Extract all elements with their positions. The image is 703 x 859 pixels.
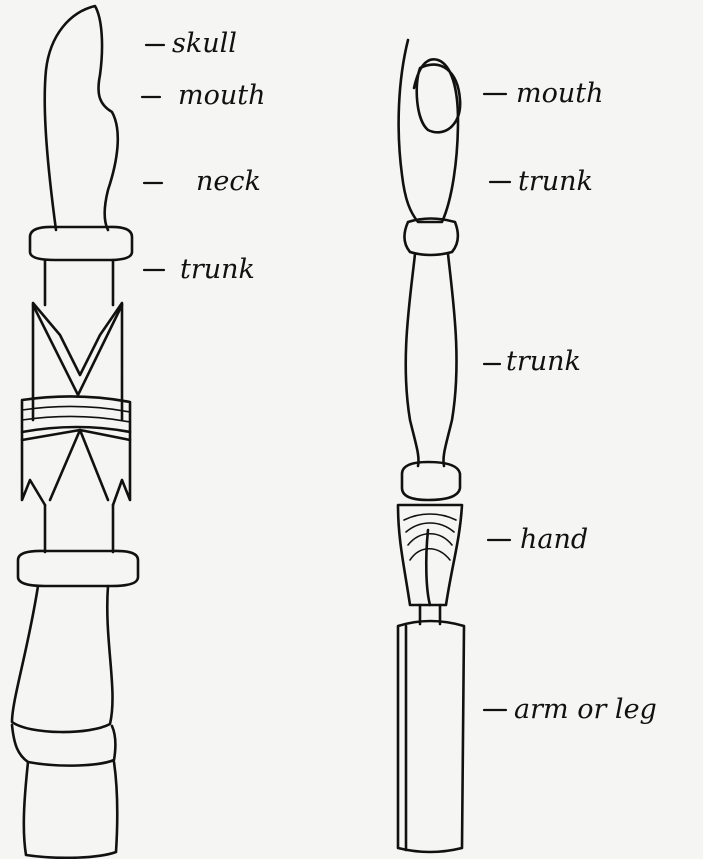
label-trunk-right-lower: trunk [506, 346, 581, 377]
right-mouth-oval [417, 65, 460, 133]
right-labels: mouth trunk trunk hand arm or leg [484, 78, 657, 725]
label-arm-or-leg: arm or leg [514, 694, 657, 725]
left-labels: skull mouth neck trunk [142, 28, 266, 285]
right-collar [402, 462, 460, 500]
label-hand: hand [520, 524, 588, 555]
right-hand [398, 505, 462, 605]
right-staff [398, 40, 464, 852]
right-neck-knob [404, 219, 457, 256]
left-star-body [33, 303, 122, 420]
label-skull: skull [172, 28, 237, 59]
left-head [45, 6, 118, 230]
left-band [22, 396, 130, 432]
label-neck: neck [196, 166, 261, 197]
left-lower-collar [18, 551, 138, 586]
label-trunk-right-upper: trunk [518, 166, 593, 197]
left-base [12, 586, 113, 732]
left-neck-collar [30, 227, 132, 260]
label-mouth-left: mouth [178, 80, 266, 111]
label-mouth-right: mouth [516, 78, 604, 109]
right-body [406, 254, 457, 466]
label-trunk-left: trunk [180, 254, 255, 285]
left-staff [12, 6, 138, 858]
right-arm-or-leg [398, 621, 464, 852]
